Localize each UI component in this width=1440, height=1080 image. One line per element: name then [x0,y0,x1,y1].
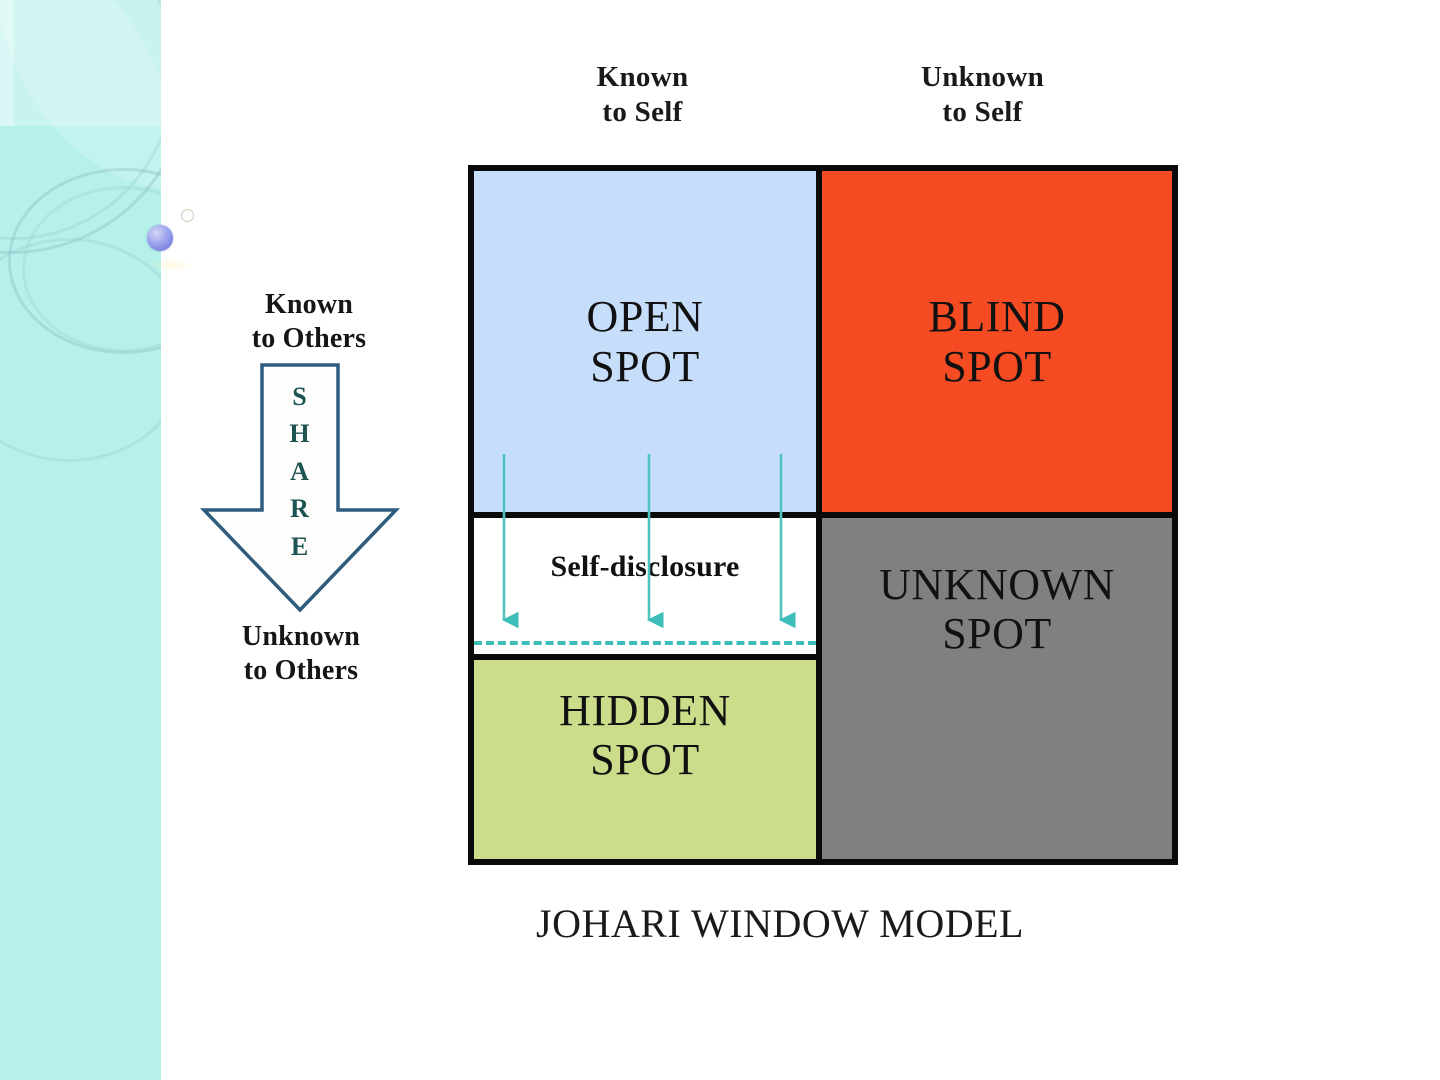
column-header-known-to-self: Known to Self [520,60,765,131]
quadrant-unknown-spot-line1: UNKNOWN [879,560,1115,609]
self-disclosure-dashed-boundary [474,641,816,645]
share-letter-h: H [289,419,311,449]
column-header-unknown-to-self-line1: Unknown [921,61,1044,93]
quadrant-hidden-spot[interactable]: HIDDEN SPOT [474,654,816,859]
row-label-known-to-others-line1: Known [264,289,354,320]
quadrant-hidden-spot-line2: SPOT [590,735,700,785]
share-letters: S H A R E [200,378,400,578]
sidebar-circle-low [0,238,161,462]
decorative-sidebar [0,0,161,1080]
quadrant-open-spot[interactable]: OPEN SPOT [474,171,816,512]
self-disclosure-label: Self-disclosure [550,550,740,583]
quadrant-blind-spot[interactable]: BLIND SPOT [822,171,1172,512]
row-label-known-to-others-line2: to Others [251,323,367,355]
quadrant-blind-spot-line1: BLIND [928,292,1066,342]
sphere-glow [150,258,194,272]
share-letter-r: R [290,494,310,524]
share-letter-e: E [290,531,310,561]
decorative-small-ring-icon [181,209,194,222]
row-label-unknown-to-others-line2: to Others [243,655,359,687]
quadrant-blind-spot-label: BLIND SPOT [929,292,1066,391]
row-label-unknown-to-others: Unknown to Others [170,620,432,688]
quadrant-hidden-spot-line1: HIDDEN [559,686,731,735]
quadrant-hidden-spot-label: HIDDEN SPOT [559,686,731,785]
grid-divider-horizontal-right [822,512,1172,518]
quadrant-open-spot-line2: SPOT [590,341,700,391]
column-header-unknown-to-self-line2: to Self [942,96,1023,129]
grid-divider-vertical [816,171,822,859]
column-header-unknown-to-self: Unknown to Self [860,60,1105,131]
johari-window-grid: OPEN SPOT BLIND SPOT Self-disclosure HID… [468,165,1178,865]
decorative-sphere-icon [147,225,173,251]
row-label-unknown-to-others-line1: Unknown [241,621,361,652]
share-letter-a: A [290,456,310,486]
column-header-known-to-self-line1: Known [596,61,689,93]
column-header-known-to-self-line2: to Self [602,96,683,129]
grid-divider-horizontal-left [474,512,816,518]
quadrant-unknown-spot[interactable]: UNKNOWN SPOT [822,518,1172,859]
share-down-arrow-icon [200,362,400,615]
model-title: JOHARI WINDOW MODEL [536,901,1024,946]
quadrant-open-spot-label: OPEN SPOT [587,292,704,391]
self-disclosure-strip: Self-disclosure [474,518,816,648]
row-label-known-to-others: Known to Others [178,288,440,356]
quadrant-blind-spot-line2: SPOT [942,341,1052,391]
quadrant-unknown-spot-line2: SPOT [942,609,1052,659]
share-letter-s: S [292,382,308,411]
quadrant-unknown-spot-label: UNKNOWN SPOT [879,560,1115,659]
quadrant-open-spot-line1: OPEN [586,292,704,342]
